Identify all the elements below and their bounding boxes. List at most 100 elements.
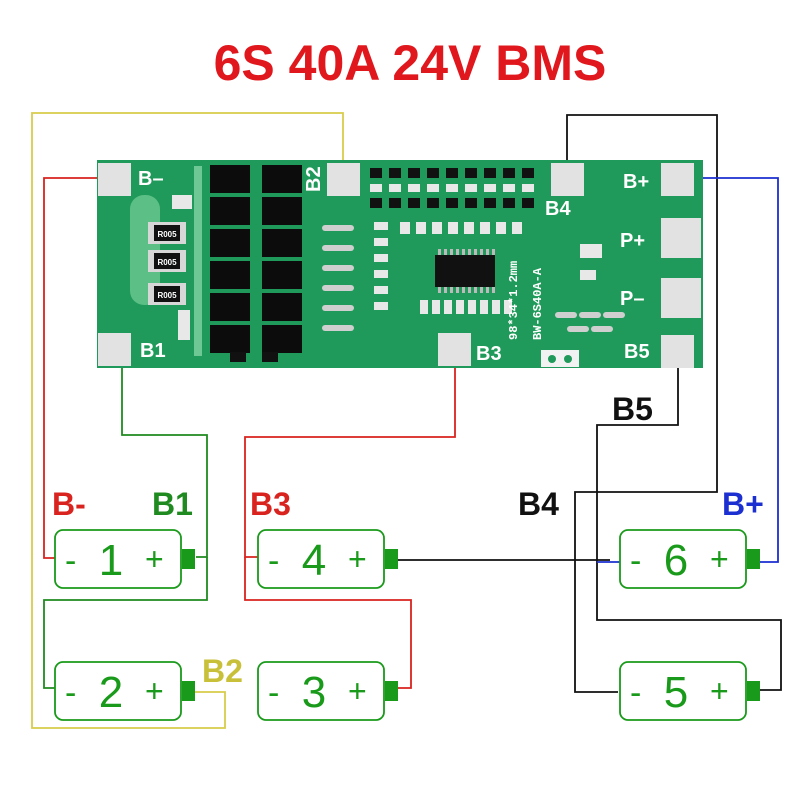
battery-cell-4: -4+ <box>257 529 398 589</box>
wire-b-minus <box>43 177 112 559</box>
shunt-resistors: R005 R005 R005 <box>148 222 186 305</box>
cell-neg-label: - <box>630 674 641 712</box>
smd-part <box>468 300 476 314</box>
smd-part <box>374 302 388 310</box>
smd-part <box>464 222 474 234</box>
smd-part <box>484 198 496 208</box>
smd-part <box>172 195 192 209</box>
smd-part <box>480 300 488 314</box>
mosfet <box>262 229 302 257</box>
wire-b1-to-cell2 <box>43 557 208 689</box>
label-b2: B2 <box>202 653 243 689</box>
smd-part <box>432 300 440 314</box>
cell-neg-label: - <box>65 674 76 712</box>
cell-number: 5 <box>664 668 688 717</box>
silk-model: BW-6S40A-A <box>531 267 545 340</box>
cell-body <box>619 661 747 721</box>
diagram-title: 6S 40A 24V BMS <box>214 35 607 91</box>
mosfet <box>210 261 250 289</box>
label-b-plus: B+ <box>722 486 764 522</box>
label-b3: B3 <box>250 486 291 522</box>
silk-dimensions: 98*34*1.2mm <box>507 261 521 340</box>
cell-neg-label: - <box>268 542 279 580</box>
smd-part <box>484 168 496 178</box>
cell-pos-label: + <box>145 673 164 709</box>
wire-b2 <box>31 112 344 729</box>
smd-part <box>408 198 420 208</box>
cell-body <box>257 661 385 721</box>
cell-terminal <box>385 681 398 701</box>
smd-part <box>465 168 477 178</box>
smd-part <box>503 198 515 208</box>
wire-labels: B- B1 B3 B4 B5 B+ B2 <box>52 391 764 689</box>
smd-part <box>555 312 577 318</box>
label-b5: B5 <box>612 391 653 427</box>
smd-part <box>465 198 477 208</box>
cell-pos-label: + <box>145 541 164 577</box>
bms-ic <box>435 255 495 287</box>
mosfet-array <box>210 165 302 362</box>
cell-pos-label: + <box>710 541 729 577</box>
smd-part <box>427 198 439 208</box>
smd-part <box>427 184 439 192</box>
smd-part <box>446 198 458 208</box>
smd-part <box>178 310 190 340</box>
pad-b-plus <box>661 163 694 196</box>
pad-p-minus <box>661 278 701 318</box>
mosfet <box>210 325 250 353</box>
smd-part <box>496 222 506 234</box>
smd-part <box>322 245 354 251</box>
pad-p-plus <box>661 218 701 258</box>
cell-pos-label: + <box>710 673 729 709</box>
wire-b3 <box>244 360 456 558</box>
pad-b-minus <box>98 163 131 196</box>
smd-part <box>408 168 420 178</box>
cell-neg-label: - <box>630 542 641 580</box>
pad-b5 <box>661 335 694 368</box>
label-b-minus: B- <box>52 486 86 522</box>
smd-part <box>446 168 458 178</box>
cell-terminal <box>747 681 760 701</box>
smd-part <box>322 265 354 271</box>
mosfet <box>262 293 302 321</box>
cell-number: 6 <box>664 536 688 585</box>
smd-part <box>522 198 534 208</box>
pad-b2 <box>327 163 360 196</box>
battery-cell-6: -6 + <box>619 529 760 589</box>
smd-part <box>322 325 354 331</box>
label-b1: B1 <box>152 486 193 522</box>
smd-part <box>448 222 458 234</box>
smd-part <box>480 222 490 234</box>
smd-part <box>603 312 625 318</box>
smd-part <box>322 305 354 311</box>
smd-part <box>374 270 388 278</box>
wire-b-plus <box>690 177 779 563</box>
pad-b3 <box>438 333 471 366</box>
cell-body <box>257 529 385 589</box>
pad-b1 <box>98 333 131 366</box>
wire-b4 <box>566 114 718 693</box>
battery-cell-2: -2+ <box>54 661 195 721</box>
smd-part <box>389 168 401 178</box>
cell-number: 3 <box>302 668 326 717</box>
resistor-label: R005 <box>157 291 177 300</box>
smd-part <box>322 285 354 291</box>
mosfet <box>262 325 302 353</box>
smd-part <box>400 222 410 234</box>
cell-pos-label: + <box>348 541 367 577</box>
cell-neg-label: - <box>65 542 76 580</box>
resistor-label: R005 <box>157 230 177 239</box>
smd-part <box>374 222 388 230</box>
wire-b1 <box>121 360 208 558</box>
balance-connector <box>541 350 579 367</box>
pad-label-b3: B3 <box>476 343 502 365</box>
smd-part <box>504 300 512 314</box>
mosfet <box>210 197 250 225</box>
smd-part <box>444 300 452 314</box>
pad-label-b1: B1 <box>140 340 166 362</box>
wires <box>31 112 782 729</box>
smd-part <box>591 326 613 332</box>
smd-part <box>503 184 515 192</box>
